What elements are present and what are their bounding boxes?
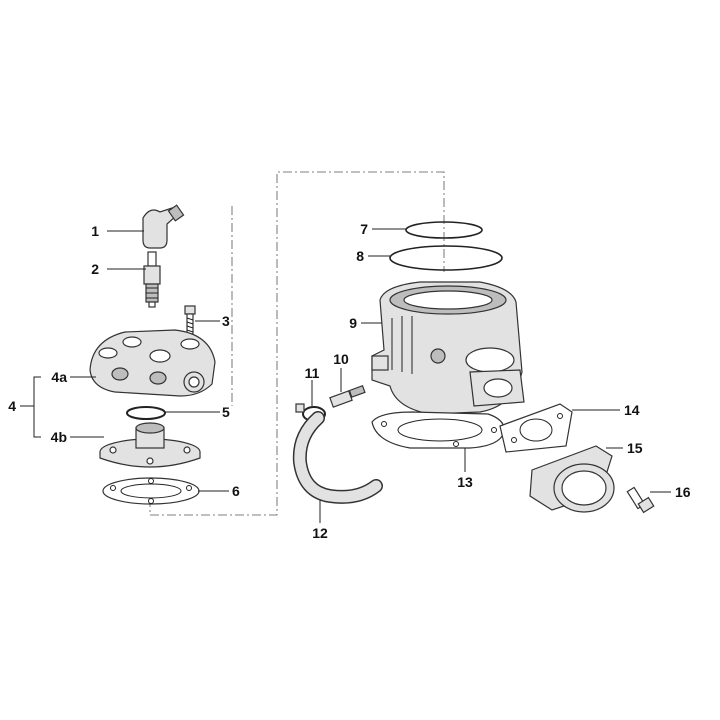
- head-gasket[interactable]: [102, 477, 200, 505]
- leader-lines: [20, 228, 671, 523]
- coolant-hose[interactable]: [292, 411, 383, 504]
- callout-10: 10: [333, 351, 349, 367]
- callout-15: 15: [627, 440, 643, 456]
- spark-plug[interactable]: [143, 251, 161, 308]
- head-screw[interactable]: [184, 305, 196, 335]
- callout-16: 16: [675, 484, 691, 500]
- head-ring-large[interactable]: [389, 245, 503, 271]
- cylinder[interactable]: [371, 281, 525, 415]
- callout-12: 12: [312, 525, 328, 541]
- callout-7: 7: [360, 221, 368, 237]
- base-gasket[interactable]: [371, 411, 505, 449]
- callout-3: 3: [222, 313, 230, 329]
- callout-5: 5: [222, 404, 230, 420]
- callout-13: 13: [457, 474, 473, 490]
- callout-14: 14: [624, 402, 640, 418]
- intake-manifold[interactable]: [529, 445, 615, 513]
- head-cover[interactable]: [89, 329, 216, 397]
- callout-4b: 4b: [51, 429, 67, 445]
- callout-2: 2: [91, 261, 99, 277]
- callout-4: 4: [8, 398, 16, 414]
- callout-1: 1: [91, 223, 99, 239]
- callout-4a: 4a: [51, 369, 67, 385]
- temperature-sensor[interactable]: [329, 385, 366, 408]
- o-ring[interactable]: [126, 406, 166, 420]
- callout-11: 11: [305, 365, 320, 381]
- spark-plug-cap[interactable]: [142, 204, 185, 249]
- callout-9: 9: [349, 315, 357, 331]
- callout-labels: 1 2 3 4 4a 4b 5 6 7 8 9 10 11 12 13 14 1…: [8, 221, 691, 541]
- manifold-screw[interactable]: [626, 486, 655, 514]
- head-ring-small[interactable]: [405, 221, 483, 239]
- intake-gasket[interactable]: [499, 403, 573, 453]
- head-insert[interactable]: [99, 422, 201, 468]
- callout-8: 8: [356, 248, 364, 264]
- callout-6: 6: [232, 483, 240, 499]
